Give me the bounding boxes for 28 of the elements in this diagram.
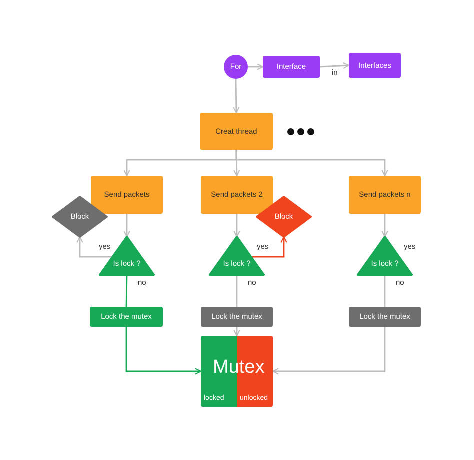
connector-line — [126, 274, 128, 308]
decision-diamond — [53, 197, 107, 237]
connector-line — [236, 275, 238, 307]
process-box — [201, 307, 273, 327]
process-box — [349, 307, 421, 327]
process-box — [91, 176, 163, 214]
arrow — [382, 214, 388, 238]
arrow — [126, 327, 202, 375]
decision-diamond — [257, 197, 311, 237]
process-box — [349, 53, 401, 78]
process-box — [201, 176, 273, 214]
arrow — [124, 214, 130, 238]
arrow — [236, 150, 388, 177]
process-box — [349, 176, 421, 214]
connector-line — [384, 275, 386, 307]
process-box — [90, 307, 163, 327]
arrow — [250, 236, 288, 258]
arrow — [320, 62, 350, 70]
arrow — [233, 79, 240, 114]
process-box — [263, 56, 320, 78]
start-circle — [224, 55, 248, 79]
arrow — [76, 236, 114, 258]
arrow — [272, 327, 386, 375]
arrow — [234, 214, 240, 238]
process-box — [200, 113, 273, 150]
arrow — [248, 64, 264, 70]
arrow — [234, 327, 240, 337]
decision-triangle — [100, 237, 154, 275]
